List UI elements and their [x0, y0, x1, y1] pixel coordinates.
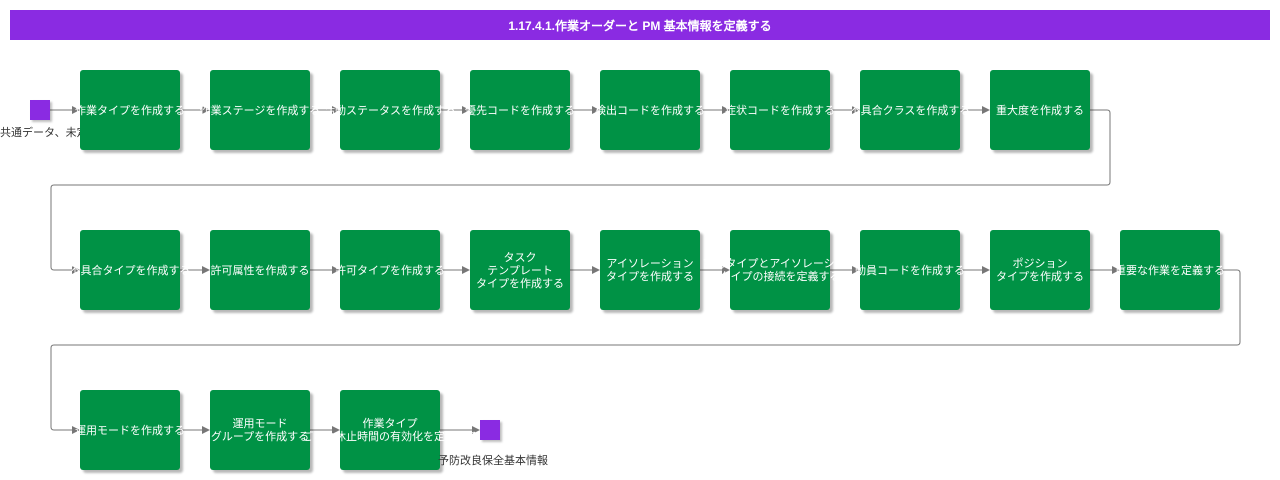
process-step: 動員コードを作成する	[855, 230, 965, 310]
process-step: アイソレーション タイプを作成する	[600, 230, 700, 310]
process-step: 許可属性を作成する	[210, 230, 310, 310]
process-step: 運用モードを作成する	[75, 390, 185, 470]
page-title: 1.17.4.1.作業オーダーと PM 基本情報を定義する	[10, 10, 1270, 40]
start-marker	[30, 100, 50, 120]
process-step: 作業タイプ ごとの休止時間の有効化を定義する	[302, 390, 478, 470]
process-step: 運用モード グループを作成する	[210, 390, 310, 470]
end-marker	[480, 420, 500, 440]
process-step: 症状コードを作成する	[725, 70, 835, 150]
connector-arrow	[50, 269, 1241, 434]
process-step: 作業ステージを作成する	[200, 70, 320, 150]
connector-arrow	[50, 109, 1111, 274]
process-step: 優先コードを作成する	[465, 70, 575, 150]
process-step: 不具合タイプを作成する	[70, 230, 191, 310]
process-step: 重要な作業を定義する	[1115, 230, 1225, 310]
process-step: 検出コードを作成する	[595, 70, 705, 150]
process-step: 許可タイプを作成する	[335, 230, 445, 310]
process-step: タスク テンプレート タイプを作成する	[470, 230, 570, 310]
process-step: 不具合クラスを作成する	[850, 70, 970, 150]
end-label: 予防改良保全基本情報	[438, 454, 548, 467]
process-step: 作業タイプを作成する	[75, 70, 185, 150]
process-step: 活動ステータスを作成する	[324, 70, 456, 150]
start-label: 共通データ、未定義	[0, 126, 99, 139]
process-step: ポジション タイプを作成する	[990, 230, 1090, 310]
process-step: 許可タイプとアイソレーション タイプの接続を定義する	[703, 230, 857, 310]
process-step: 重大度を作成する	[990, 70, 1090, 150]
